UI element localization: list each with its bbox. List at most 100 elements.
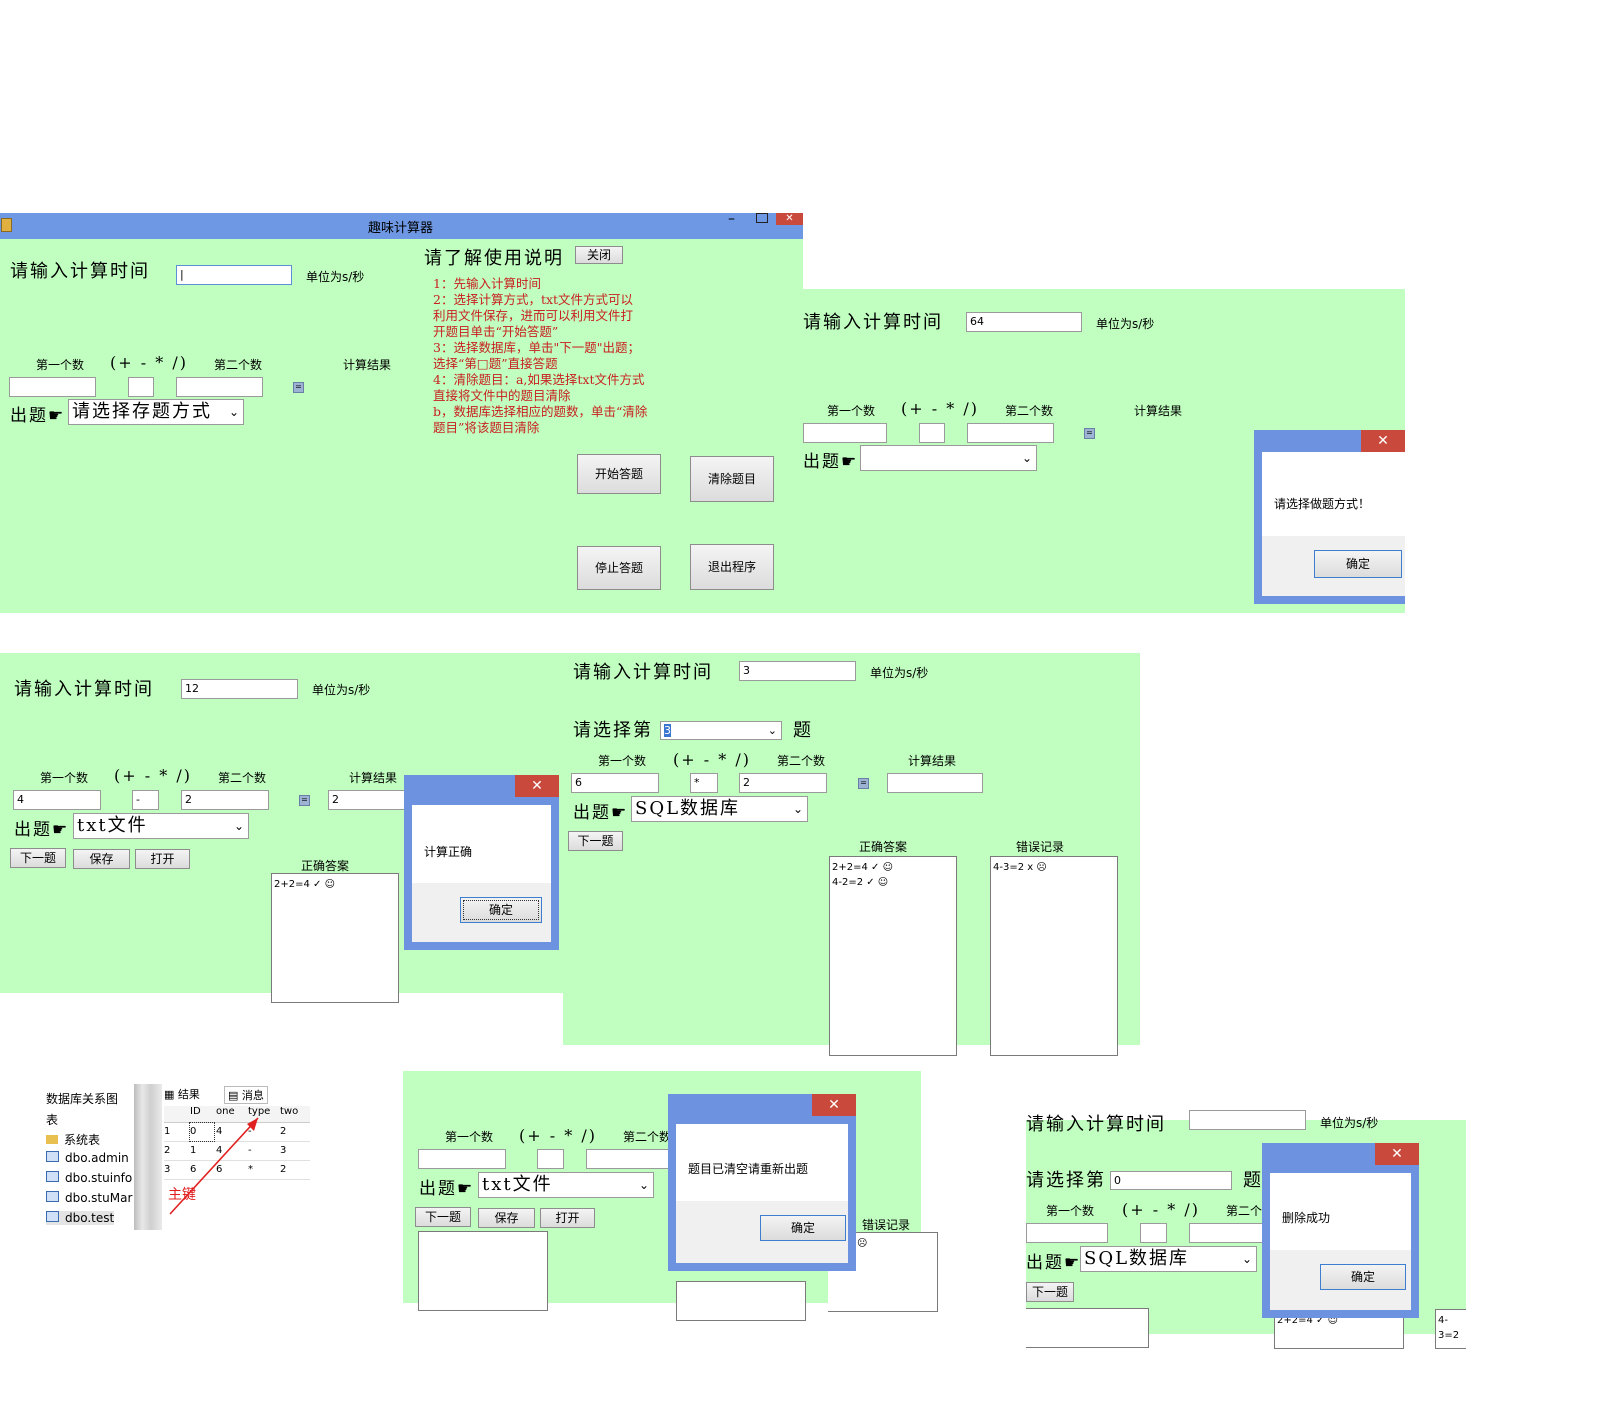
time-label: 请输入计算时间 (803, 312, 943, 333)
save-button[interactable]: 保存 (73, 849, 130, 869)
operator-input[interactable] (128, 377, 154, 397)
next-button[interactable]: 下一题 (10, 848, 66, 868)
open-button[interactable]: 打开 (540, 1208, 595, 1228)
list-item: 4-3=2 x ☹ (993, 862, 1047, 873)
question-label: 出题☛ (10, 406, 66, 426)
dialog-ok-button[interactable]: 确定 (460, 897, 542, 923)
second-number-input[interactable] (967, 423, 1054, 443)
result-label: 计算结果 (1134, 404, 1183, 418)
dialog-body: 删除成功 确定 (1270, 1173, 1411, 1310)
list-item: 2+2=4 ✓ ☺ (274, 879, 336, 890)
dialog-ok-button[interactable]: 确定 (760, 1215, 846, 1241)
equals-button[interactable]: = (858, 778, 869, 789)
result-label: 计算结果 (343, 358, 392, 372)
question-label: 出题☛ (1026, 1253, 1082, 1273)
chevron-down-icon: ⌄ (638, 1178, 649, 1192)
maximize-icon[interactable] (756, 213, 768, 223)
second-number-input[interactable] (586, 1149, 674, 1169)
tree-item[interactable]: 系统表 (46, 1131, 100, 1148)
result-label: 计算结果 (349, 771, 398, 785)
first-number-input[interactable]: 6 (571, 773, 659, 793)
second-number-input[interactable] (176, 377, 263, 397)
minimize-icon[interactable]: – (728, 211, 735, 227)
tree-item[interactable]: dbo.test (46, 1211, 115, 1225)
results-tab[interactable]: ▦ 结果 (164, 1088, 200, 1101)
list-box[interactable] (1026, 1308, 1149, 1348)
first-number-input[interactable] (418, 1149, 506, 1169)
first-num-label: 第一个数 (598, 754, 647, 768)
stop-button[interactable]: 停止答题 (577, 546, 661, 590)
dialog-close-button[interactable]: ✕ (1375, 1143, 1419, 1165)
first-number-input[interactable] (1026, 1223, 1108, 1243)
correct-answers-list[interactable]: 2+2=4 ✓ ☺ 4-2=2 ✓ ☺ (829, 856, 957, 1056)
dialog-close-button[interactable]: ✕ (1361, 430, 1405, 452)
dialog-ok-button[interactable]: 确定 (1314, 550, 1402, 578)
ops-label: (+ - * /) (114, 766, 192, 785)
table-row[interactable]: 3 6 6 * 2 (164, 1161, 310, 1180)
operator-input[interactable] (1140, 1223, 1167, 1243)
operator-input[interactable]: - (132, 790, 159, 810)
help-line: 2：选择计算方式，txt文件方式可以 (433, 292, 634, 307)
correct-answers-list[interactable] (418, 1231, 548, 1311)
tree-item[interactable]: dbo.admin (46, 1151, 129, 1165)
mode-select[interactable]: SQL数据库⌄ (631, 796, 808, 822)
equals-button[interactable]: = (299, 795, 310, 806)
dialog-body: 计算正确 确定 (412, 805, 551, 942)
correct-answers-label: 正确答案 (859, 840, 908, 854)
close-icon[interactable]: ✕ (776, 213, 803, 225)
time-input[interactable] (1189, 1110, 1306, 1130)
wrong-records-list[interactable]: 4-3=2 (1435, 1309, 1466, 1349)
second-number-input[interactable]: 2 (181, 790, 269, 810)
result-input[interactable] (887, 773, 983, 793)
correct-answers-label: 正确答案 (301, 859, 350, 873)
dialog-choose-mode: ✕ 请选择做题方式！ 确定 (1254, 430, 1405, 604)
operator-input[interactable] (537, 1149, 564, 1169)
first-number-input[interactable] (803, 423, 887, 443)
mode-select[interactable]: SQL数据库⌄ (1080, 1246, 1257, 1272)
time-input[interactable]: 12 (181, 679, 298, 699)
equals-button[interactable]: = (293, 382, 304, 393)
help-title: 请了解使用说明 (424, 248, 564, 269)
clear-button[interactable]: 清除题目 (690, 456, 774, 502)
tree-item[interactable]: dbo.stuinfo (46, 1171, 132, 1185)
equals-button[interactable]: = (1084, 428, 1095, 439)
operator-input[interactable]: * (690, 773, 718, 793)
dialog-close-button[interactable]: ✕ (812, 1094, 856, 1116)
time-label: 请输入计算时间 (573, 662, 713, 683)
time-input[interactable]: 64 (966, 312, 1082, 332)
mode-select[interactable]: txt文件⌄ (478, 1172, 654, 1198)
next-button[interactable]: 下一题 (1026, 1282, 1074, 1302)
list-box[interactable] (676, 1281, 806, 1321)
dialog-ok-button[interactable]: 确定 (1320, 1264, 1406, 1290)
correct-answers-list[interactable]: 2+2=4 ✓ ☺ (271, 873, 399, 1003)
ops-label: (+ - * /) (110, 353, 188, 372)
mode-select[interactable]: txt文件⌄ (73, 813, 249, 839)
choose-suffix: 题 (793, 720, 813, 741)
wrong-records-list[interactable]: 4-3=2 x ☹ (990, 856, 1118, 1056)
first-number-input[interactable] (9, 377, 96, 397)
next-button[interactable]: 下一题 (568, 831, 623, 851)
messages-tab[interactable]: ▤ 消息 (224, 1086, 268, 1104)
result-input[interactable]: 2 (328, 790, 408, 810)
tree-item[interactable]: dbo.stuMar (46, 1191, 132, 1205)
mode-select[interactable]: 请选择存题方式⌄ (68, 399, 244, 425)
operator-input[interactable] (919, 423, 945, 443)
save-button[interactable]: 保存 (478, 1208, 535, 1228)
splitter[interactable] (134, 1084, 162, 1230)
dialog-close-button[interactable]: ✕ (515, 775, 559, 797)
ops-label: (+ - * /) (673, 750, 751, 769)
close-help-button[interactable]: 关闭 (575, 246, 623, 264)
time-input[interactable]: 3 (739, 661, 856, 681)
first-number-input[interactable]: 4 (13, 790, 101, 810)
second-number-input[interactable]: 2 (739, 773, 827, 793)
exit-button[interactable]: 退出程序 (690, 544, 774, 590)
question-number-select[interactable]: 3⌄ (660, 721, 782, 740)
next-button[interactable]: 下一题 (415, 1207, 471, 1227)
list-item: 4-3=2 (1438, 1315, 1460, 1341)
table-row[interactable]: 2 1 4 - 3 (164, 1142, 310, 1161)
start-button[interactable]: 开始答题 (577, 454, 661, 494)
mode-select[interactable]: ⌄ (860, 445, 1037, 471)
time-input[interactable]: | (176, 265, 292, 285)
open-button[interactable]: 打开 (135, 849, 190, 869)
question-number-select[interactable]: 0 (1110, 1171, 1232, 1190)
